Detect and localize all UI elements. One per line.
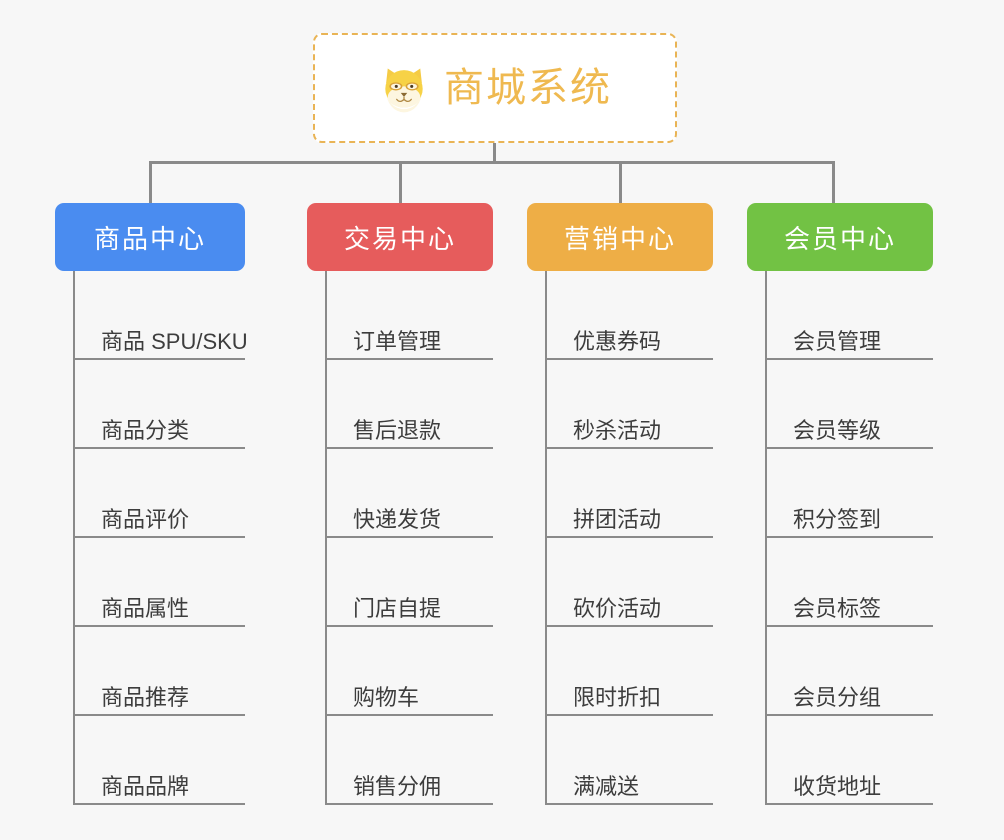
leaf-label: 售后退款 — [353, 417, 442, 443]
leaf-item[interactable]: 快递发货 — [327, 449, 493, 538]
leaf-item[interactable]: 优惠券码 — [547, 271, 713, 360]
leaf-label: 订单管理 — [353, 328, 442, 354]
branch-header-label: 营销中心 — [563, 223, 676, 254]
leaf-item[interactable]: 商品属性 — [75, 538, 245, 627]
leaf-item[interactable]: 售后退款 — [327, 360, 493, 449]
connector-drop-2 — [399, 161, 402, 203]
leaf-label: 秒杀活动 — [573, 417, 662, 443]
leaf-item[interactable]: 会员管理 — [767, 271, 933, 360]
branch-header-label: 会员中心 — [783, 223, 896, 254]
connector-drop-1 — [149, 161, 152, 203]
root-title: 商城系统 — [444, 66, 612, 110]
root-node-shop-system[interactable]: 商城系统 — [313, 33, 677, 143]
branch-column-1: 商品中心 商品 SPU/SKU 商品分类 商品评价 商品属性 商品推荐 商品品牌 — [55, 203, 248, 805]
leaf-label: 快递发货 — [353, 506, 442, 532]
shiba-dog-face-icon — [385, 68, 423, 113]
leaf-item[interactable]: 商品 SPU/SKU — [75, 271, 248, 360]
leaf-label: 商品评价 — [101, 506, 190, 532]
leaf-item[interactable]: 门店自提 — [327, 538, 493, 627]
leaf-label: 收货地址 — [793, 773, 882, 799]
branch-header-label: 交易中心 — [343, 223, 456, 254]
connector-horizontal-bus — [149, 161, 835, 164]
leaf-item[interactable]: 会员等级 — [767, 360, 933, 449]
leaf-item[interactable]: 商品评价 — [75, 449, 245, 538]
leaf-item[interactable]: 会员分组 — [767, 627, 933, 716]
leaf-label: 门店自提 — [353, 595, 442, 621]
leaf-item[interactable]: 会员标签 — [767, 538, 933, 627]
leaf-item[interactable]: 限时折扣 — [547, 627, 713, 716]
leaf-label: 商品分类 — [101, 417, 190, 443]
leaf-label: 优惠券码 — [573, 328, 662, 354]
connector-drop-4 — [832, 161, 835, 203]
leaf-label: 拼团活动 — [573, 506, 662, 532]
leaf-item[interactable]: 满减送 — [547, 716, 713, 805]
branch-header-1[interactable]: 商品中心 — [55, 203, 245, 271]
branch-header-label: 商品中心 — [93, 223, 206, 254]
connector-root-stem — [493, 143, 496, 163]
leaf-item[interactable]: 砍价活动 — [547, 538, 713, 627]
leaf-label: 会员标签 — [793, 595, 882, 621]
branch-column-4: 会员中心 会员管理 会员等级 积分签到 会员标签 会员分组 收货地址 — [747, 203, 933, 805]
leaf-label: 会员分组 — [793, 684, 882, 710]
branch-column-3: 营销中心 优惠券码 秒杀活动 拼团活动 砍价活动 限时折扣 满减送 — [527, 203, 713, 805]
leaf-item[interactable]: 订单管理 — [327, 271, 493, 360]
leaf-label: 销售分佣 — [353, 773, 442, 799]
leaf-label: 购物车 — [353, 684, 420, 710]
leaf-label: 满减送 — [573, 773, 640, 799]
branch-column-2: 交易中心 订单管理 售后退款 快递发货 门店自提 购物车 销售分佣 — [307, 203, 493, 805]
leaf-label: 会员管理 — [793, 328, 882, 354]
leaf-item[interactable]: 拼团活动 — [547, 449, 713, 538]
leaf-label: 积分签到 — [793, 506, 882, 532]
leaf-item[interactable]: 收货地址 — [767, 716, 933, 805]
branch-header-4[interactable]: 会员中心 — [747, 203, 933, 271]
leaf-item[interactable]: 商品品牌 — [75, 716, 245, 805]
leaf-item[interactable]: 秒杀活动 — [547, 360, 713, 449]
leaf-label: 会员等级 — [793, 417, 882, 443]
leaf-label: 限时折扣 — [573, 684, 662, 710]
branch-leaf-list-1: 商品 SPU/SKU 商品分类 商品评价 商品属性 商品推荐 商品品牌 — [73, 271, 248, 805]
leaf-item[interactable]: 购物车 — [327, 627, 493, 716]
leaf-label: 商品 SPU/SKU — [101, 328, 248, 354]
leaf-item[interactable]: 商品推荐 — [75, 627, 245, 716]
leaf-label: 商品推荐 — [101, 684, 190, 710]
branch-leaf-list-3: 优惠券码 秒杀活动 拼团活动 砍价活动 限时折扣 满减送 — [545, 271, 713, 805]
leaf-label: 砍价活动 — [573, 595, 662, 621]
leaf-label: 商品品牌 — [101, 773, 190, 799]
branch-header-3[interactable]: 营销中心 — [527, 203, 713, 271]
leaf-item[interactable]: 积分签到 — [767, 449, 933, 538]
leaf-item[interactable]: 销售分佣 — [327, 716, 493, 805]
branch-header-2[interactable]: 交易中心 — [307, 203, 493, 271]
branch-leaf-list-4: 会员管理 会员等级 积分签到 会员标签 会员分组 收货地址 — [765, 271, 933, 805]
leaf-label: 商品属性 — [101, 595, 190, 621]
leaf-item[interactable]: 商品分类 — [75, 360, 245, 449]
branch-leaf-list-2: 订单管理 售后退款 快递发货 门店自提 购物车 销售分佣 — [325, 271, 493, 805]
connector-drop-3 — [619, 161, 622, 203]
